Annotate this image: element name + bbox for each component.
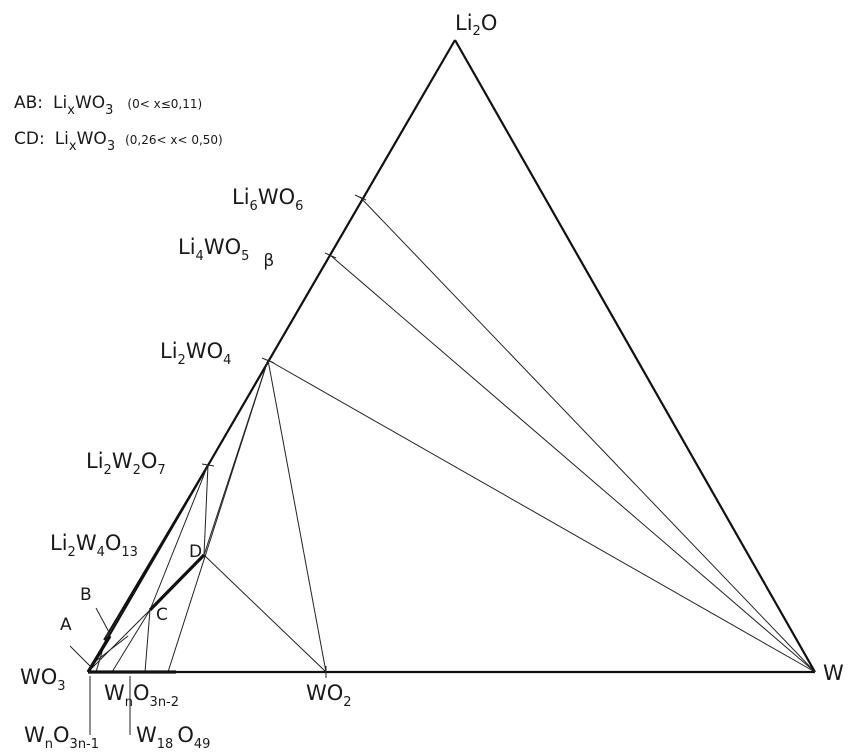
pointer-b [95, 607, 111, 635]
legend: AB:LixWO3(0< x≤0,11) CD:LixWO3(0,26< x< … [14, 93, 223, 154]
label-wo2: WO2 [306, 681, 352, 710]
label-li2o: Li2O [455, 11, 497, 39]
point-d: D [189, 542, 202, 562]
tie-li2wo4-wo2 [267, 359, 327, 673]
edge-li2o-w [454, 39, 816, 673]
label-wno3n1: WnO3n-1 [24, 723, 99, 752]
label-wno3n2: WnO3n-2 [104, 681, 179, 710]
tie-li2w2o7-b [103, 464, 209, 641]
tie-c-wno3n2 [111, 609, 151, 673]
tie-li2wo4-w [267, 359, 816, 673]
legend-ab: AB:LixWO3(0< x≤0,11) [14, 93, 202, 118]
tie-li2w2o7-c [149, 464, 209, 611]
tie-li6wo6-w [359, 196, 816, 673]
tick-li6wo6 [354, 194, 367, 201]
legend-cd: CD:LixWO3(0,26< x< 0,50) [14, 129, 223, 154]
label-li2wo4: Li2WO4 [160, 339, 231, 368]
pointer-a [69, 645, 91, 667]
point-c: C [156, 605, 168, 625]
segment-cd [148, 553, 206, 612]
tie-d-wo2 [203, 554, 327, 673]
point-b: B [80, 585, 92, 605]
tick-marks [69, 194, 367, 735]
label-li2w4o13: Li2W4O13 [50, 531, 138, 560]
tie-a-short [91, 635, 129, 665]
label-li6wo6: Li6WO6 [232, 185, 303, 214]
point-a: A [60, 615, 72, 635]
tie-li4wo5-w [329, 254, 816, 673]
label-li2w2o7: Li2W2O7 [86, 449, 166, 478]
tick-li2wo4 [261, 357, 275, 364]
tie-lines [89, 196, 816, 673]
edge-wo3-li2o [87, 39, 456, 673]
tie-li2w2o7-d [203, 464, 209, 556]
segment-ab [86, 635, 112, 673]
triangle-outline [87, 39, 816, 674]
tick-li2w2o7 [201, 463, 215, 467]
tick-li4wo5 [324, 252, 337, 259]
label-w: W [823, 661, 844, 685]
tie-c-w18o49 [144, 609, 151, 673]
tie-li2wo4-w18o49 [167, 359, 269, 673]
label-wo3: WO3 [20, 665, 66, 694]
